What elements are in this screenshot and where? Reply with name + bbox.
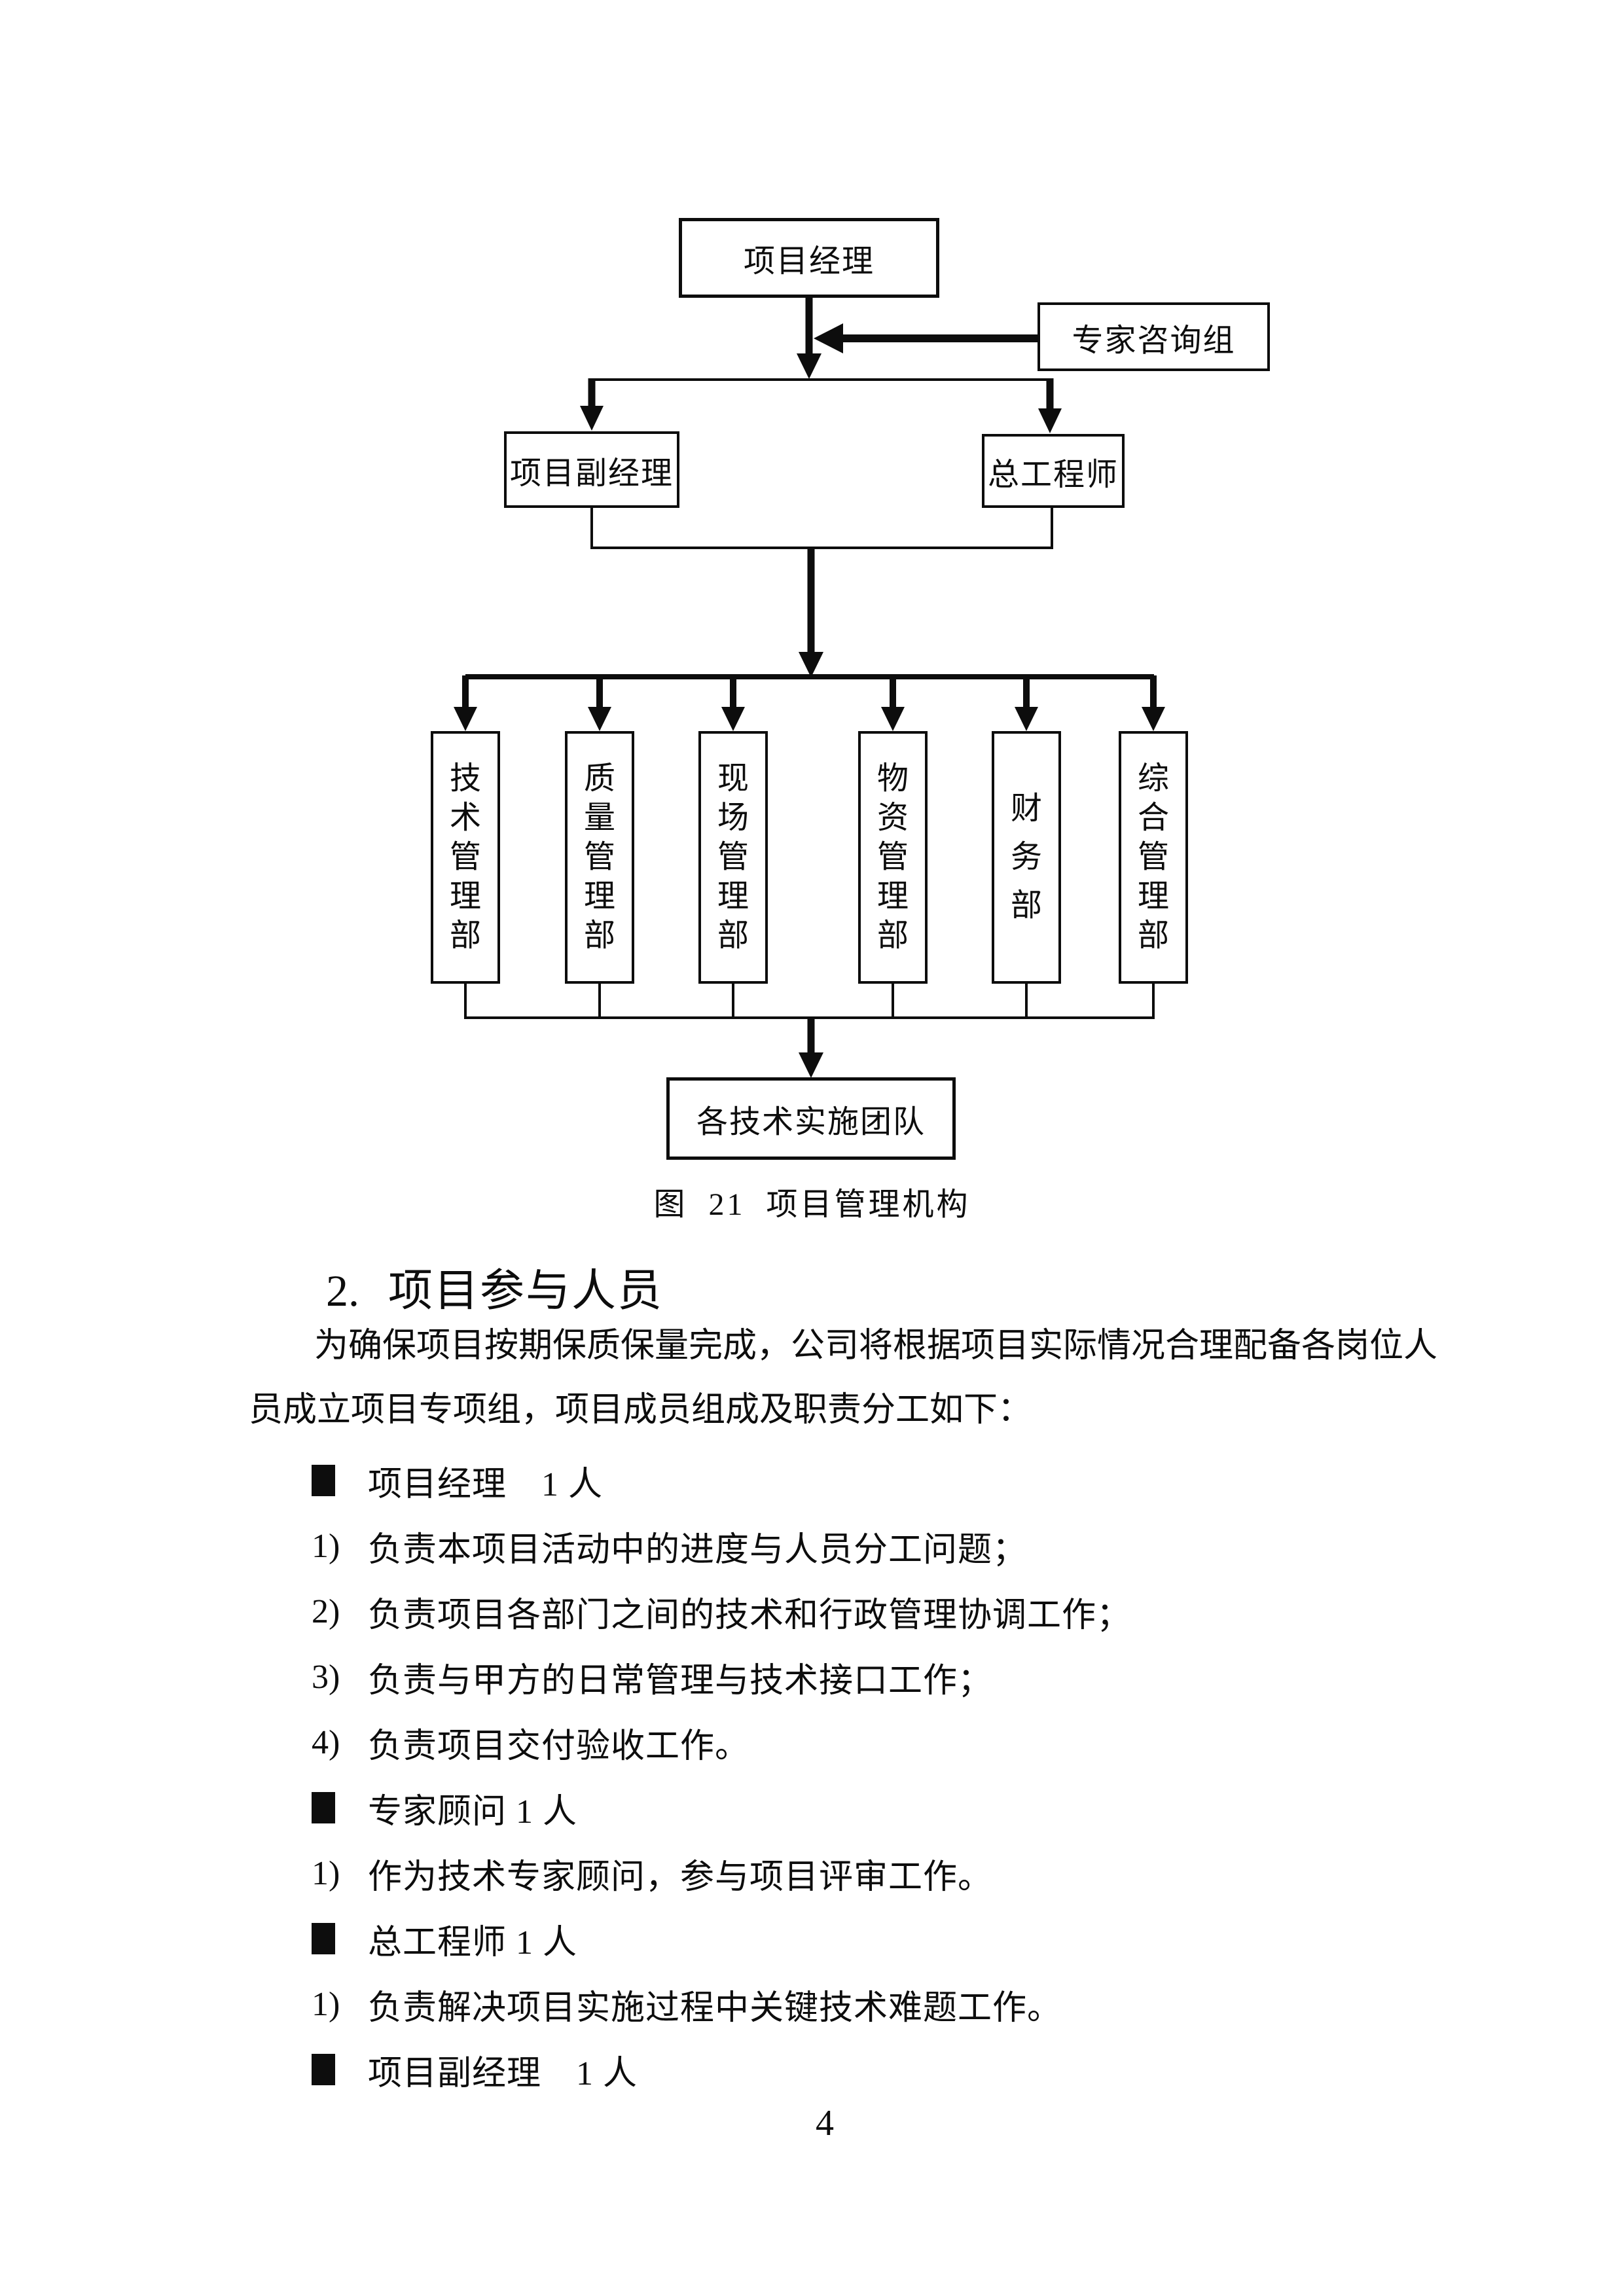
department-drop-arrows	[454, 675, 1165, 731]
org-box-label: 总工程师	[987, 457, 1119, 492]
list-item-text: 负责与甲方的日常管理与技术接口工作；	[368, 1662, 993, 1700]
list-item: 专家顾问 1 人	[312, 1775, 1398, 1840]
pm-down-arrow	[797, 298, 821, 379]
teams-drop-arrow	[799, 1018, 823, 1078]
chief-drop-arrow	[1038, 378, 1062, 433]
org-box-label: 质量管理部	[583, 761, 615, 953]
org-box-label: 各技术实施团队	[696, 1105, 926, 1139]
intro-paragraph: 为确保项目按期保质保量完成，公司将根据项目实际情况合理配备各岗位人 员成立项目专…	[249, 1314, 1438, 1443]
org-box-dept-materials: 物资管理部	[858, 731, 928, 984]
list-item-text: 总工程师 1 人	[368, 1924, 578, 1962]
org-box-label: 综合管理部	[1137, 761, 1169, 953]
paragraph-line: 为确保项目按期保质保量完成，公司将根据项目实际情况合理配备各岗位人	[314, 1327, 1438, 1365]
list-item-text: 负责本项目活动中的进度与人员分工问题；	[368, 1531, 1028, 1569]
bullet-square-icon	[312, 1923, 335, 1954]
org-box-project-manager: 项目经理	[679, 218, 939, 298]
org-box-label: 物资管理部	[876, 761, 909, 953]
center-drop-arrow	[799, 548, 823, 677]
list-item-number: 2)	[312, 1592, 340, 1630]
deputy-drop-arrow	[580, 378, 604, 431]
section-number: 2.	[326, 1266, 359, 1316]
section-heading: 2. 项目参与人员	[326, 1254, 663, 1319]
figure-caption: 图 21 项目管理机构	[653, 1187, 971, 1222]
org-box-label: 财务部	[1010, 791, 1042, 923]
list-item: 4) 负责项目交付验收工作。	[312, 1710, 1398, 1775]
list-item-number: 1)	[312, 1854, 340, 1892]
org-box-dept-general: 综合管理部	[1119, 731, 1188, 984]
org-box-label: 项目副经理	[509, 456, 674, 491]
list-item-text: 负责解决项目实施过程中关键技术难题工作。	[368, 1989, 1062, 2027]
org-box-label: 现场管理部	[717, 761, 749, 953]
org-box-teams: 各技术实施团队	[666, 1077, 956, 1160]
list-item-text: 项目副经理 1 人	[368, 2054, 638, 2092]
org-box-dept-technology: 技术管理部	[431, 731, 500, 984]
org-box-deputy-manager: 项目副经理	[504, 431, 679, 508]
list-item-text: 负责项目交付验收工作。	[368, 1727, 750, 1765]
roles-list: 项目经理 1 人 1) 负责本项目活动中的进度与人员分工问题； 2) 负责项目各…	[312, 1448, 1398, 2102]
org-box-label: 技术管理部	[449, 761, 481, 953]
paragraph-line: 员成立项目专项组，项目成员组成及职责分工如下：	[249, 1391, 1032, 1429]
bullet-square-icon	[312, 1465, 335, 1496]
list-item: 项目经理 1 人	[312, 1448, 1398, 1513]
org-box-label: 项目经理	[743, 244, 875, 279]
list-item-text: 项目经理 1 人	[368, 1465, 604, 1503]
list-item-text: 作为技术专家顾问，参与项目评审工作。	[368, 1858, 993, 1896]
list-item-text: 负责项目各部门之间的技术和行政管理协调工作；	[368, 1596, 1132, 1634]
bullet-square-icon	[312, 1792, 335, 1823]
list-item: 1) 负责解决项目实施过程中关键技术难题工作。	[312, 1971, 1398, 2037]
org-box-dept-site: 现场管理部	[698, 731, 768, 984]
department-join	[464, 984, 1155, 1019]
list-item-text: 专家顾问 1 人	[368, 1793, 578, 1831]
org-box-dept-finance: 财务部	[992, 731, 1061, 984]
list-item: 项目副经理 1 人	[312, 2037, 1398, 2102]
org-box-dept-quality: 质量管理部	[565, 731, 634, 984]
bullet-square-icon	[312, 2054, 335, 2085]
list-item-number: 4)	[312, 1723, 340, 1761]
list-item: 1) 负责本项目活动中的进度与人员分工问题；	[312, 1513, 1398, 1579]
list-item: 3) 负责与甲方的日常管理与技术接口工作；	[312, 1644, 1398, 1710]
org-box-expert-group: 专家咨询组	[1038, 302, 1270, 371]
expert-to-pm-arrow	[814, 323, 1039, 353]
org-box-label: 专家咨询组	[1072, 323, 1236, 358]
list-item-number: 3)	[312, 1658, 340, 1696]
list-item: 1) 作为技术专家顾问，参与项目评审工作。	[312, 1840, 1398, 1906]
list-item-number: 1)	[312, 1985, 340, 2023]
list-item: 总工程师 1 人	[312, 1906, 1398, 1971]
section-title: 项目参与人员	[388, 1266, 664, 1316]
list-item: 2) 负责项目各部门之间的技术和行政管理协调工作；	[312, 1579, 1398, 1644]
page-number: 4	[816, 2103, 834, 2144]
level2-join	[590, 508, 1053, 549]
org-box-chief-engineer: 总工程师	[982, 434, 1125, 508]
list-item-number: 1)	[312, 1527, 340, 1565]
